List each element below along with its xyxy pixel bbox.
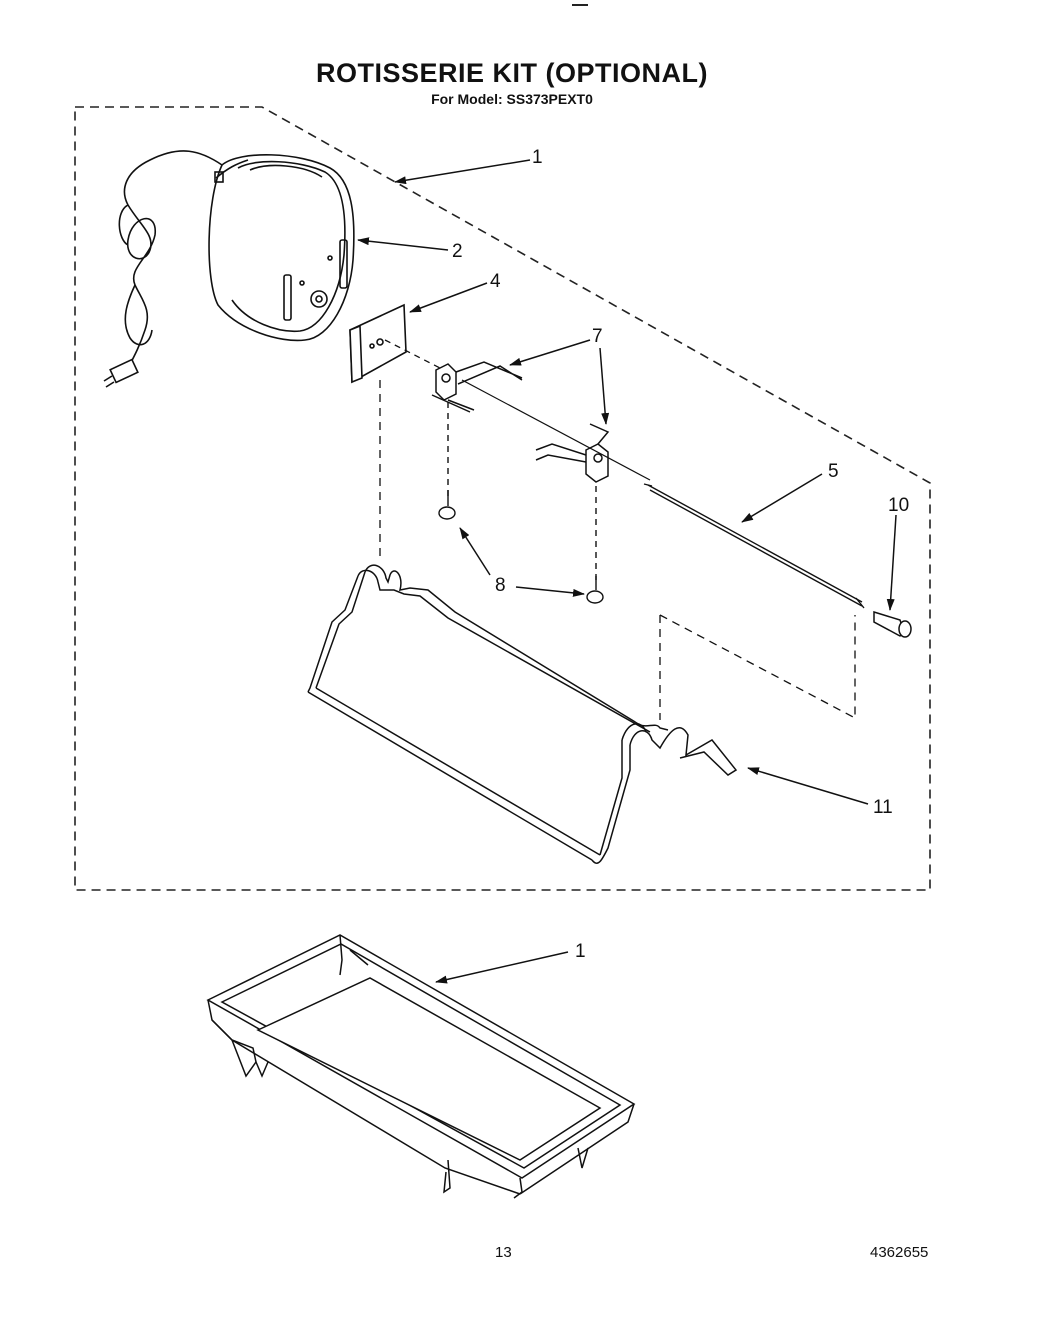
- callout-kit-number: 1: [532, 147, 543, 168]
- callout-motor-number: 2: [452, 241, 463, 262]
- spit-rod: [643, 483, 865, 609]
- callout-support-number: 11: [873, 797, 893, 818]
- leader-arrows: [357, 159, 897, 984]
- page-number: 13: [495, 1244, 512, 1261]
- top-mark: [572, 4, 588, 6]
- model-subtitle: For Model: SS373PEXT0: [431, 91, 593, 107]
- spit-forks: [431, 361, 651, 483]
- alignment-lines: [379, 380, 856, 720]
- callout-screws-number: 8: [495, 575, 506, 596]
- callout-bracket-number: 4: [490, 271, 501, 292]
- document-number: 4362655: [870, 1244, 929, 1261]
- spit-handle: [873, 610, 912, 638]
- callout-pan-number: 1: [575, 941, 586, 962]
- rotisserie-motor-icon: [103, 150, 355, 388]
- page-title: ROTISSERIE KIT (OPTIONAL): [315, 58, 708, 88]
- callout-spit-rod-number: 5: [828, 461, 839, 482]
- mounting-bracket: [349, 303, 441, 384]
- kit-boundary: [74, 106, 931, 891]
- drip-pan-icon: [206, 934, 636, 1199]
- callout-spit-forks-number: 7: [592, 326, 603, 347]
- thumb-screws: [438, 402, 604, 604]
- callout-handle-number: 10: [888, 495, 910, 516]
- support-frame: [307, 564, 738, 864]
